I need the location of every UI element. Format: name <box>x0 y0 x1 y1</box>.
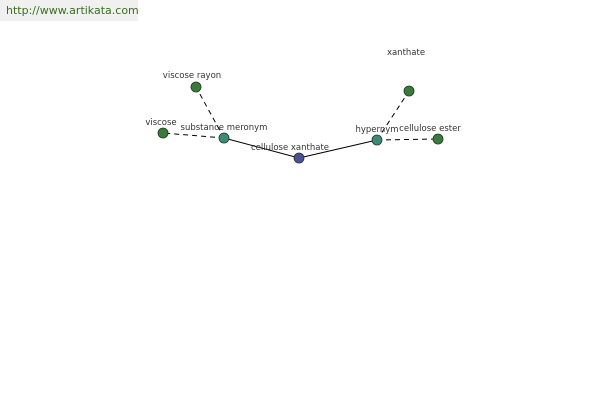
node-label-leaf-cellulose-ester[interactable]: cellulose ester <box>399 124 461 134</box>
node-label-leaf-xanthate[interactable]: xanthate <box>387 48 425 58</box>
node-center[interactable] <box>293 152 305 164</box>
labels-layer: cellulose xanthate substance meronym hyper… <box>145 48 461 153</box>
edge-center-rel-meronym <box>223 137 300 159</box>
edge-center-rel-hypernym <box>298 139 378 159</box>
url-bar: http://www.artikata.com <box>0 0 139 21</box>
node-rel-meronym[interactable] <box>218 132 230 144</box>
edges-layer <box>162 86 439 159</box>
node-rel-hypernym[interactable] <box>371 134 383 146</box>
node-leaf-viscose[interactable] <box>157 127 169 139</box>
edge-rel-meronym-leaf-viscose-rayon <box>195 86 225 139</box>
edge-rel-hypernym-leaf-xanthate <box>376 90 410 141</box>
node-label-leaf-viscose-rayon[interactable]: viscose rayon <box>163 71 221 81</box>
site-url-link[interactable]: http://www.artikata.com <box>6 4 139 17</box>
node-leaf-viscose-rayon[interactable] <box>190 81 202 93</box>
node-leaf-xanthate[interactable] <box>403 85 415 97</box>
node-leaf-cellulose-ester[interactable] <box>432 133 444 145</box>
node-label-leaf-viscose[interactable]: viscose <box>145 118 176 128</box>
nodes-layer <box>157 81 444 164</box>
edge-rel-hypernym-leaf-cellulose-ester <box>376 138 439 141</box>
node-label-rel-hypernym[interactable]: hypernym <box>355 125 398 135</box>
node-label-center[interactable]: cellulose xanthate <box>251 143 329 153</box>
node-label-rel-meronym[interactable]: substance meronym <box>181 123 268 133</box>
edge-rel-meronym-leaf-viscose <box>162 132 225 139</box>
